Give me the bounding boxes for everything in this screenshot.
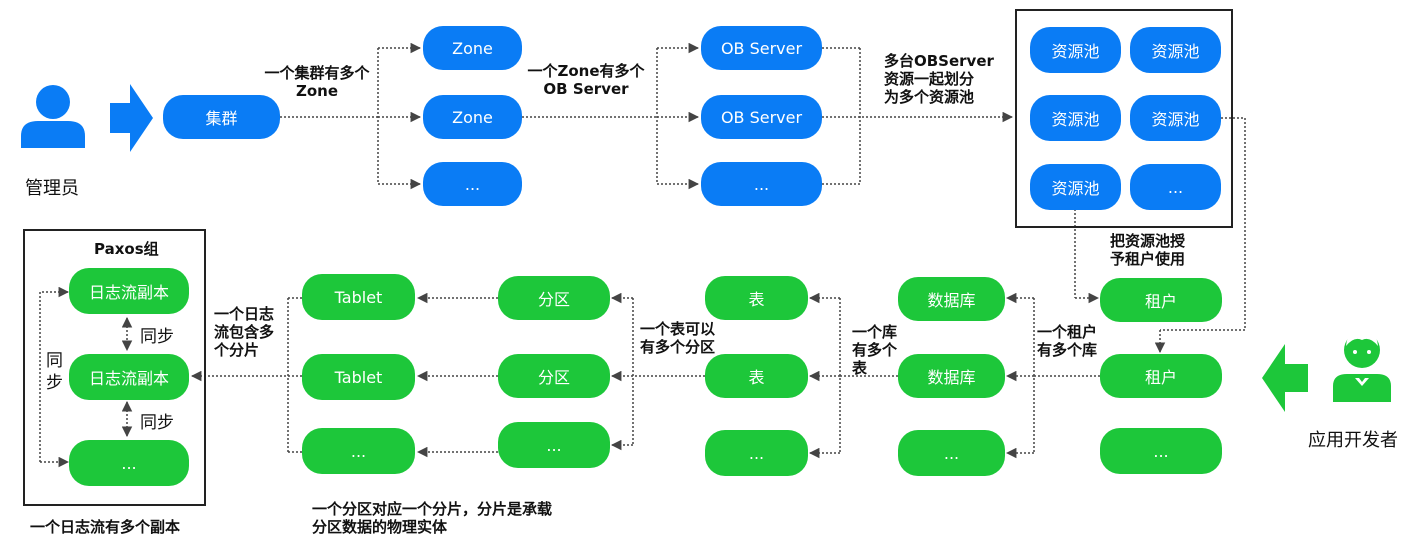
zone-node[interactable]: Zone	[423, 26, 522, 70]
partition-node[interactable]: ...	[498, 422, 610, 468]
tablet-node[interactable]: ...	[302, 428, 415, 474]
tablet-node[interactable]: Tablet	[302, 274, 415, 320]
zone-node[interactable]: ...	[423, 162, 522, 206]
partition-node[interactable]: 分区	[498, 276, 610, 320]
paxos-group	[23, 229, 206, 506]
person-icon	[21, 85, 85, 148]
sync-label-vertical: 同步	[46, 351, 63, 393]
table-node[interactable]: 表	[705, 354, 808, 398]
cluster-node[interactable]: 集群	[163, 95, 280, 139]
database-node[interactable]: 数据库	[898, 354, 1005, 398]
resource-pool-group	[1015, 9, 1233, 228]
sync-label: 同步	[140, 327, 174, 347]
zone-node[interactable]: Zone	[423, 95, 522, 139]
admin-label: 管理员	[25, 178, 79, 199]
tablet-node[interactable]: Tablet	[302, 354, 415, 400]
replica-node[interactable]: 日志流副本	[69, 354, 189, 400]
tenant-node[interactable]: 租户	[1100, 278, 1222, 322]
arrow-right-icon	[110, 84, 153, 152]
label-grant: 把资源池授予租户使用	[1110, 232, 1186, 268]
resource-pool-node[interactable]: 资源池	[1030, 164, 1121, 210]
resource-pool-node[interactable]: ...	[1130, 164, 1221, 210]
resource-pool-node[interactable]: 资源池	[1030, 27, 1121, 73]
tenant-node[interactable]: 租户	[1100, 354, 1222, 398]
label-tenant-db: 一个租户有多个库	[1037, 323, 1098, 359]
table-node[interactable]: 表	[705, 276, 808, 320]
server-node[interactable]: ...	[701, 162, 822, 206]
paxos-title: Paxos组	[94, 240, 159, 258]
label-table-partition: 一个表可以有多个分区	[640, 320, 716, 356]
replica-node[interactable]: 日志流副本	[69, 268, 189, 314]
table-node[interactable]: ...	[705, 430, 808, 476]
sync-label: 同步	[140, 413, 174, 433]
server-node[interactable]: OB Server	[701, 95, 822, 139]
resource-pool-node[interactable]: 资源池	[1130, 27, 1221, 73]
developer-person-icon	[1333, 329, 1391, 402]
server-node[interactable]: OB Server	[701, 26, 822, 70]
database-node[interactable]: ...	[898, 430, 1005, 476]
label-partition-tablet: 一个分区对应一个分片，分片是承载分区数据的物理实体	[312, 500, 553, 536]
label-logstream: 一个日志流包含多个分片	[214, 305, 275, 359]
tenant-node[interactable]: ...	[1100, 428, 1222, 474]
database-node[interactable]: 数据库	[898, 277, 1005, 321]
label-paxos-caption: 一个日志流有多个副本	[30, 518, 181, 536]
arrow-left-icon	[1262, 344, 1308, 412]
replica-node[interactable]: ...	[69, 440, 189, 486]
resource-pool-node[interactable]: 资源池	[1030, 95, 1121, 141]
partition-node[interactable]: 分区	[498, 354, 610, 398]
label-db-table: 一个库有多个表	[852, 323, 898, 377]
developer-label: 应用开发者	[1308, 430, 1398, 451]
resource-pool-node[interactable]: 资源池	[1130, 95, 1221, 141]
